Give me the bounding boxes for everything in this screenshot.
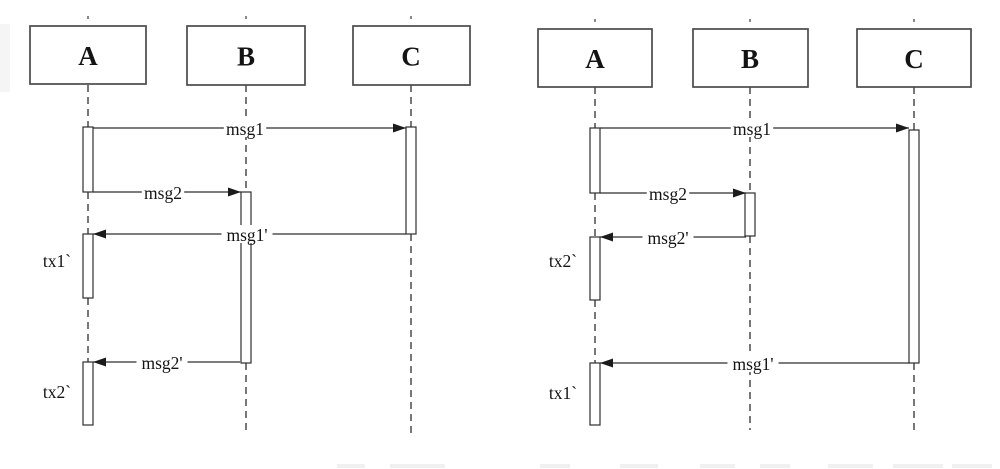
actor-label: B	[237, 42, 255, 72]
arrowhead-icon	[600, 358, 613, 368]
arrowhead-icon	[393, 123, 406, 133]
message-label-backing	[727, 354, 779, 372]
activation-bar	[908, 129, 920, 364]
message-label-backing	[141, 183, 185, 201]
activation-bar	[82, 126, 94, 193]
cropped-caption-remnant	[760, 464, 790, 468]
actor-box	[352, 25, 471, 86]
timing-label: tx1`	[43, 251, 71, 271]
actor-label: A	[78, 41, 98, 71]
cropped-caption-remnant	[540, 464, 570, 468]
arrowhead-icon	[228, 187, 241, 197]
activation-bar	[82, 361, 94, 426]
page-edge-smudge	[0, 24, 10, 92]
message-label: msg2'	[141, 353, 182, 373]
activation-bar	[82, 233, 94, 299]
lifeline-stub-tick	[410, 16, 412, 19]
actor-label: A	[585, 44, 605, 74]
actor-label: C	[904, 44, 924, 74]
message-label-backing	[221, 225, 273, 243]
message-label: msg2	[649, 184, 687, 204]
cropped-caption-remnant	[952, 464, 992, 468]
message-label: msg1	[226, 119, 264, 139]
cropped-caption-remnant	[337, 464, 365, 468]
actor-box	[692, 28, 809, 88]
message-label-backing	[730, 119, 774, 137]
activation-bar	[589, 362, 601, 426]
message-label-backing	[646, 184, 690, 202]
actor-box	[856, 28, 972, 88]
lifeline-stub-tick	[913, 19, 915, 22]
activation-bar	[240, 191, 252, 364]
activation-bar	[744, 192, 756, 237]
arrowhead-icon	[896, 123, 909, 133]
cropped-caption-remnant	[893, 464, 943, 468]
message-label: msg1	[733, 119, 771, 139]
message-label-backing	[642, 228, 694, 246]
actor-box	[186, 25, 306, 86]
arrowhead-icon	[733, 188, 746, 198]
cropped-caption-remnant	[620, 464, 658, 468]
timing-label: tx1`	[549, 383, 577, 403]
actor-label: C	[401, 42, 421, 72]
arrowhead-icon	[93, 229, 106, 239]
timing-label: tx2`	[43, 382, 71, 402]
activation-bar	[589, 236, 601, 301]
actor-label: B	[741, 44, 759, 74]
message-label-backing	[223, 119, 267, 137]
lifeline-stub-tick	[749, 19, 751, 22]
message-label: msg1'	[732, 354, 773, 374]
activation-bar	[405, 126, 417, 235]
activation-bar	[589, 127, 601, 194]
message-label: msg2	[144, 183, 182, 203]
cropped-caption-remnant	[390, 464, 445, 468]
lifeline-stub-tick	[87, 16, 89, 19]
arrowhead-icon	[600, 232, 613, 242]
actor-box	[29, 25, 147, 85]
cropped-caption-remnant	[700, 464, 735, 468]
lifeline-stub-tick	[594, 19, 596, 22]
message-label: msg2'	[647, 228, 688, 248]
message-label-backing	[136, 353, 188, 371]
cropped-caption-remnant	[828, 464, 873, 468]
timing-label: tx2`	[549, 251, 577, 271]
lifeline-stub-tick	[245, 16, 247, 19]
arrowhead-icon	[93, 357, 106, 367]
actor-box	[537, 28, 653, 88]
message-label: msg1'	[226, 225, 267, 245]
